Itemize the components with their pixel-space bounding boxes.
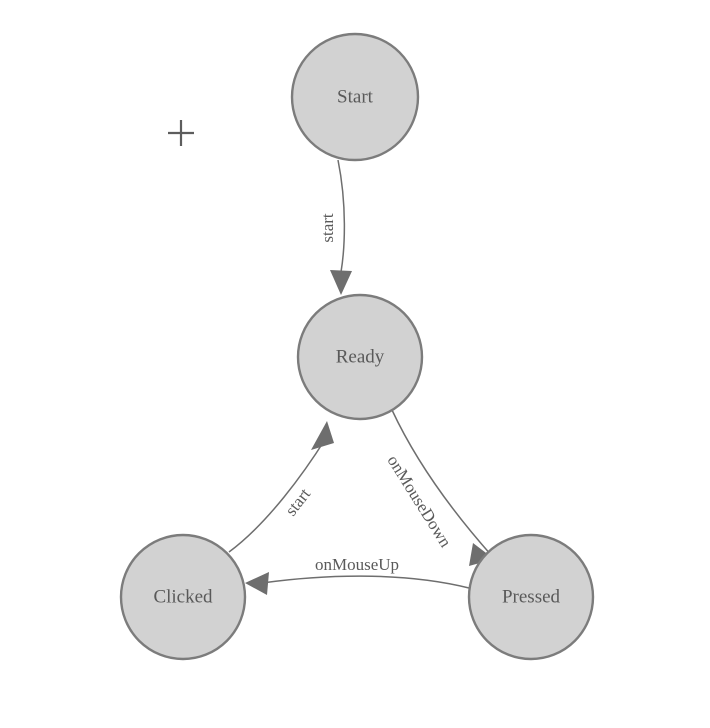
node-clicked[interactable]: Clicked: [119, 533, 247, 661]
arrowhead-ready-bottomleft: [311, 421, 334, 450]
node-pressed[interactable]: Pressed: [467, 533, 595, 661]
edge-path-start-to-ready[interactable]: [337, 159, 346, 273]
arrowhead-clicked-right: [245, 572, 269, 595]
node-ready[interactable]: Ready: [296, 293, 424, 421]
edge-start-to-ready[interactable]: start: [318, 159, 352, 295]
edge-path-ready-to-pressed[interactable]: [391, 409, 493, 557]
edge-clicked-to-ready[interactable]: start: [228, 421, 334, 553]
edge-path-pressed-to-clicked[interactable]: [261, 575, 470, 589]
edge-ready-to-pressed[interactable]: onMouseDown: [384, 409, 494, 566]
edge-path-clicked-to-ready[interactable]: [228, 437, 327, 553]
edge-label-pressed-to-clicked: onMouseUp: [315, 555, 399, 574]
edge-label-start-to-ready: start: [318, 213, 337, 243]
node-start[interactable]: Start: [290, 32, 420, 162]
arrowhead-ready-top: [330, 270, 352, 295]
node-clicked-circle[interactable]: [119, 533, 247, 661]
plus-marker-icon[interactable]: [168, 120, 194, 146]
node-pressed-label: Pressed: [502, 586, 561, 607]
node-start-circle[interactable]: [290, 32, 420, 162]
edge-label-ready-to-pressed: onMouseDown: [384, 452, 456, 551]
node-ready-circle[interactable]: [296, 293, 424, 421]
node-start-label: Start: [337, 86, 374, 107]
node-ready-label: Ready: [336, 346, 385, 367]
edge-label-clicked-to-ready: start: [281, 484, 314, 519]
node-clicked-label: Clicked: [153, 586, 213, 607]
node-pressed-circle[interactable]: [467, 533, 595, 661]
edge-pressed-to-clicked[interactable]: onMouseUp: [245, 555, 470, 595]
